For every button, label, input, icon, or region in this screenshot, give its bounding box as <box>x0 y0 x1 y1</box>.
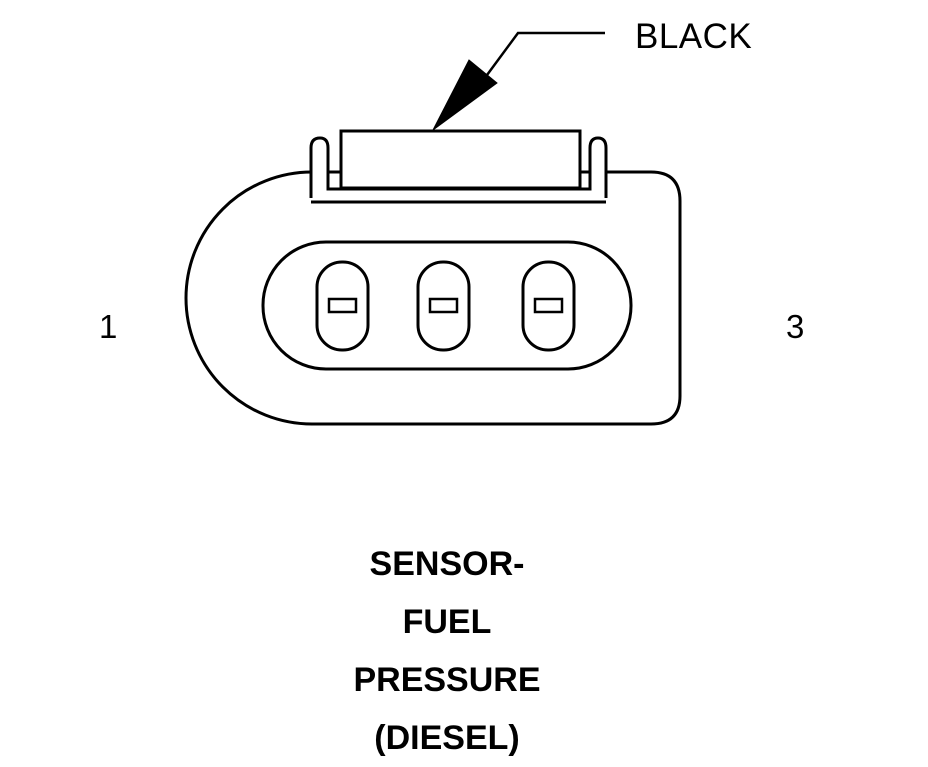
component-caption: SENSOR- FUEL PRESSURE (DIESEL) <box>247 535 647 767</box>
leader-line <box>485 31 605 76</box>
caption-line-1: SENSOR- <box>369 545 525 583</box>
leader-arrowhead <box>432 59 498 131</box>
connector-color-label: BLACK <box>635 17 753 56</box>
caption-line-2: FUEL <box>402 603 492 641</box>
pin-1-label: 1 <box>99 308 118 345</box>
terminal-cavity-3 <box>521 260 576 352</box>
terminal-cavity-1 <box>315 260 370 352</box>
connector-latch <box>309 129 608 204</box>
caption-line-4: (DIESEL) <box>374 719 520 757</box>
pin-3-label: 3 <box>786 308 805 345</box>
terminal-cavity-2 <box>416 260 471 352</box>
caption-line-3: PRESSURE <box>353 661 541 699</box>
